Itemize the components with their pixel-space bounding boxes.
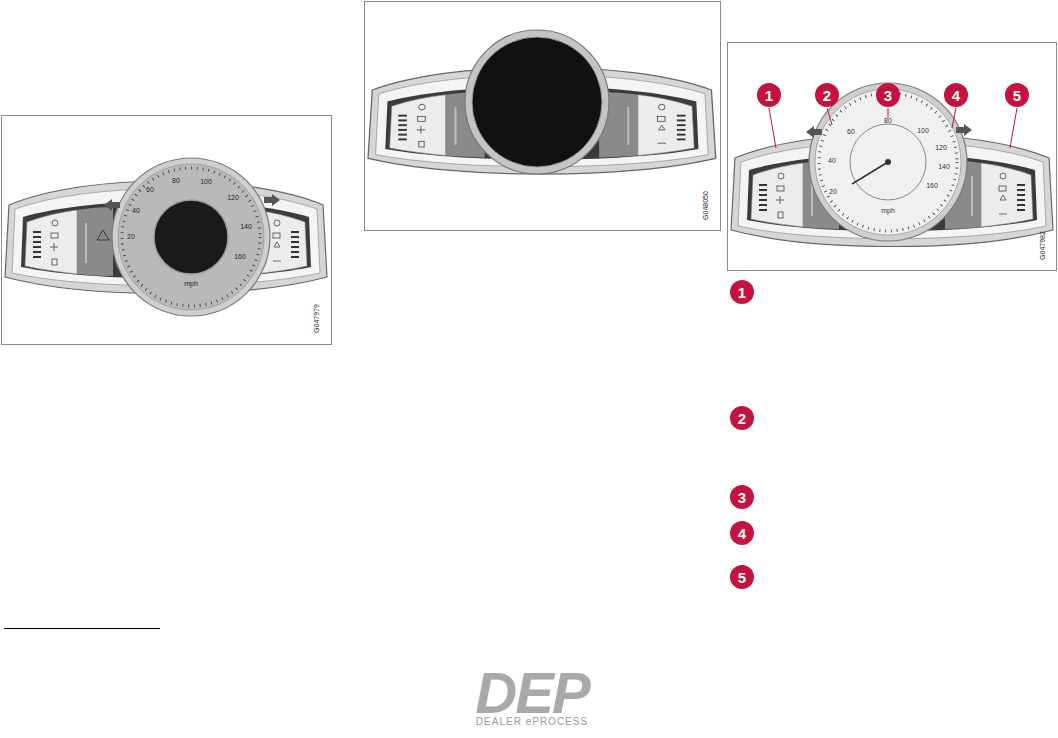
speed-scale: 100	[200, 178, 212, 185]
speed-scale: 80	[884, 117, 892, 124]
speed-scale: 20	[829, 188, 837, 195]
list-marker: 3	[730, 485, 754, 509]
watermark-logo: DEP	[475, 664, 588, 722]
callout-number: 1	[757, 83, 781, 107]
speed-scale: 40	[132, 207, 140, 214]
speed-scale: 120	[227, 194, 239, 201]
list-marker: 4	[730, 521, 754, 545]
speed-scale: 140	[240, 223, 252, 230]
speed-scale: 120	[935, 144, 947, 151]
speed-scale: 100	[917, 127, 929, 134]
speed-scale: 160	[926, 182, 938, 189]
list-marker: 1	[730, 280, 754, 304]
image-id: G048050	[702, 191, 709, 220]
speed-scale: 80	[172, 177, 180, 184]
callout-number: 5	[1005, 83, 1029, 107]
speed-scale: 60	[146, 186, 154, 193]
speed-scale: 140	[938, 163, 950, 170]
list-marker: 2	[730, 406, 754, 430]
speed-unit: mph	[881, 207, 895, 214]
speed-unit: mph	[184, 280, 198, 287]
image-id: G047979	[313, 304, 320, 333]
speed-scale: 60	[847, 128, 855, 135]
callout-number: 2	[815, 83, 839, 107]
speed-scale: 40	[828, 157, 836, 164]
list-marker: 5	[730, 565, 754, 589]
speed-scale: 20	[127, 233, 135, 240]
callout-number: 3	[876, 83, 900, 107]
speed-scale: 160	[234, 253, 246, 260]
image-id: G047982	[1039, 231, 1046, 260]
callout-number: 4	[944, 83, 968, 107]
watermark-text: DEALER ePROCESS	[476, 717, 588, 727]
